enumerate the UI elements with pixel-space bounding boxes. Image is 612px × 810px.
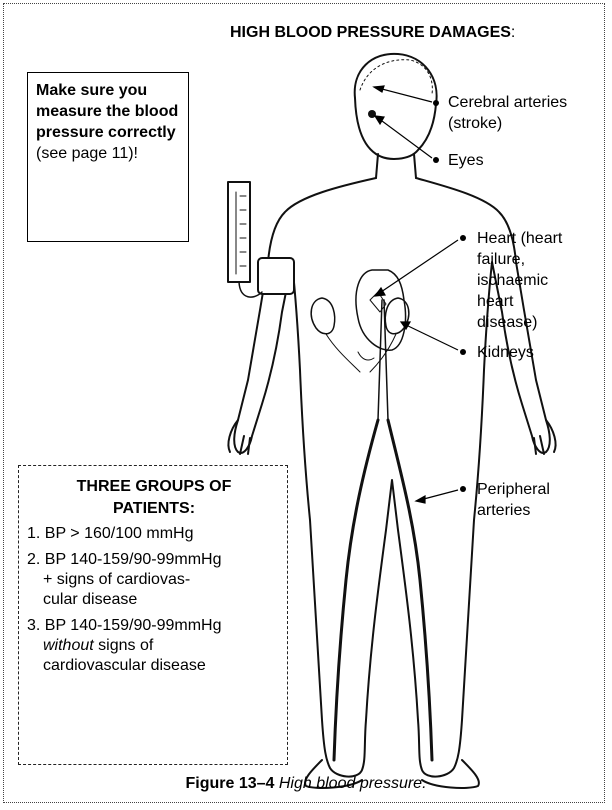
bp-monitor: [228, 182, 250, 282]
label-peripheral-arteries: Peripheral arteries: [477, 479, 550, 521]
eyes-arrowhead: [375, 116, 384, 124]
label-heart: Heart (heart failure, ischaemic heart di…: [477, 228, 562, 333]
group-item-3: 3. BP 140-159/90-99mmHg without signs of…: [27, 616, 281, 676]
hair-detail: [360, 60, 432, 94]
peripheral-bullet: [460, 486, 466, 492]
cerebral-arrowhead: [374, 86, 384, 92]
kidneys-arrowhead: [401, 322, 410, 329]
cerebral-bullet: [433, 100, 439, 106]
group-item-1: 1. BP > 160/100 mmHg: [27, 524, 281, 544]
eyes-pointer-line: [378, 118, 432, 158]
group-item-2: 2. BP 140-159/90-99mmHg + signs of cardi…: [27, 550, 281, 610]
label-cerebral-arteries: Cerebral arteries (stroke): [448, 92, 567, 134]
cerebral-pointer-line: [378, 88, 432, 102]
groups-title: THREE GROUPS OF PATIENTS:: [27, 476, 281, 520]
figure-caption: Figure 13–4 High blood pressure.: [0, 775, 612, 793]
kidneys-pointer-line: [404, 324, 458, 350]
peripheral-pointer-line: [420, 490, 458, 500]
caption-label: Figure 13–4: [185, 775, 274, 792]
pelvis-mark: [358, 352, 374, 360]
label-eyes: Eyes: [448, 150, 484, 171]
heart-arrowhead: [375, 288, 385, 296]
eyes-bullet: [433, 157, 439, 163]
heart-pointer-line: [378, 240, 458, 294]
left-kidney: [311, 298, 334, 334]
head-outline: [355, 54, 437, 159]
patient-groups-box: THREE GROUPS OF PATIENTS: 1. BP > 160/10…: [18, 465, 288, 765]
heart-bullet: [460, 235, 466, 241]
peripheral-arrowhead: [416, 496, 425, 503]
bp-cuff: [258, 258, 294, 294]
caption-text: High blood pressure.: [274, 775, 426, 792]
aorta: [378, 300, 388, 420]
kidneys-bullet: [460, 349, 466, 355]
label-kidneys: Kidneys: [477, 342, 534, 363]
